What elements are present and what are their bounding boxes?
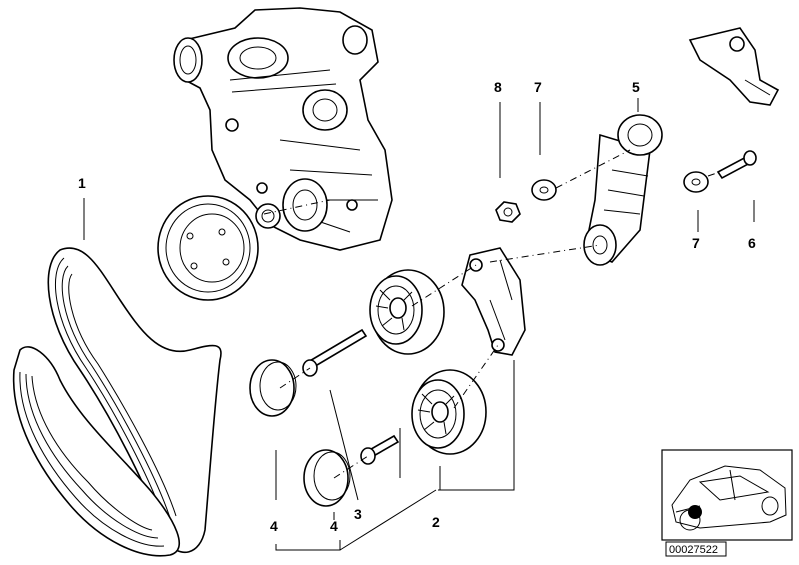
belt-tensioner [583, 114, 663, 266]
callout-1: 1 [78, 175, 86, 191]
callout-5: 5 [632, 79, 640, 95]
long-bolt [302, 328, 368, 377]
water-pump-assembly [173, 7, 393, 251]
tensioner-bolt [716, 150, 757, 180]
assembly-lines [263, 149, 721, 479]
callout-8: 8 [494, 79, 502, 95]
nut [495, 201, 521, 223]
callout-7a: 7 [534, 79, 542, 95]
callout-7b: 7 [692, 235, 700, 251]
vehicle-locator-inset [661, 449, 793, 541]
cover-cap-upper [249, 359, 297, 417]
short-bolt [360, 434, 400, 465]
mounting-bracket [688, 27, 780, 106]
reference-number-box: 00027522 [665, 541, 727, 557]
callout-labels: 1 2 3 4 4 5 6 7 7 8 [78, 79, 756, 534]
callout-4b: 4 [330, 518, 338, 534]
washer-lower [683, 171, 709, 193]
idler-pulley-upper [369, 269, 445, 355]
callout-2: 2 [432, 514, 440, 530]
tensioner-bracket [461, 247, 526, 356]
cover-cap-lower [303, 449, 351, 507]
leader-lines [83, 98, 755, 551]
ribbed-v-belt [12, 247, 222, 557]
reference-number: 00027522 [669, 544, 718, 556]
idler-pulley-lower [411, 369, 487, 455]
washer-upper [531, 179, 557, 201]
pump-pulley [157, 195, 281, 301]
callout-4a: 4 [270, 518, 278, 534]
callout-3: 3 [354, 506, 362, 522]
callout-6: 6 [748, 235, 756, 251]
